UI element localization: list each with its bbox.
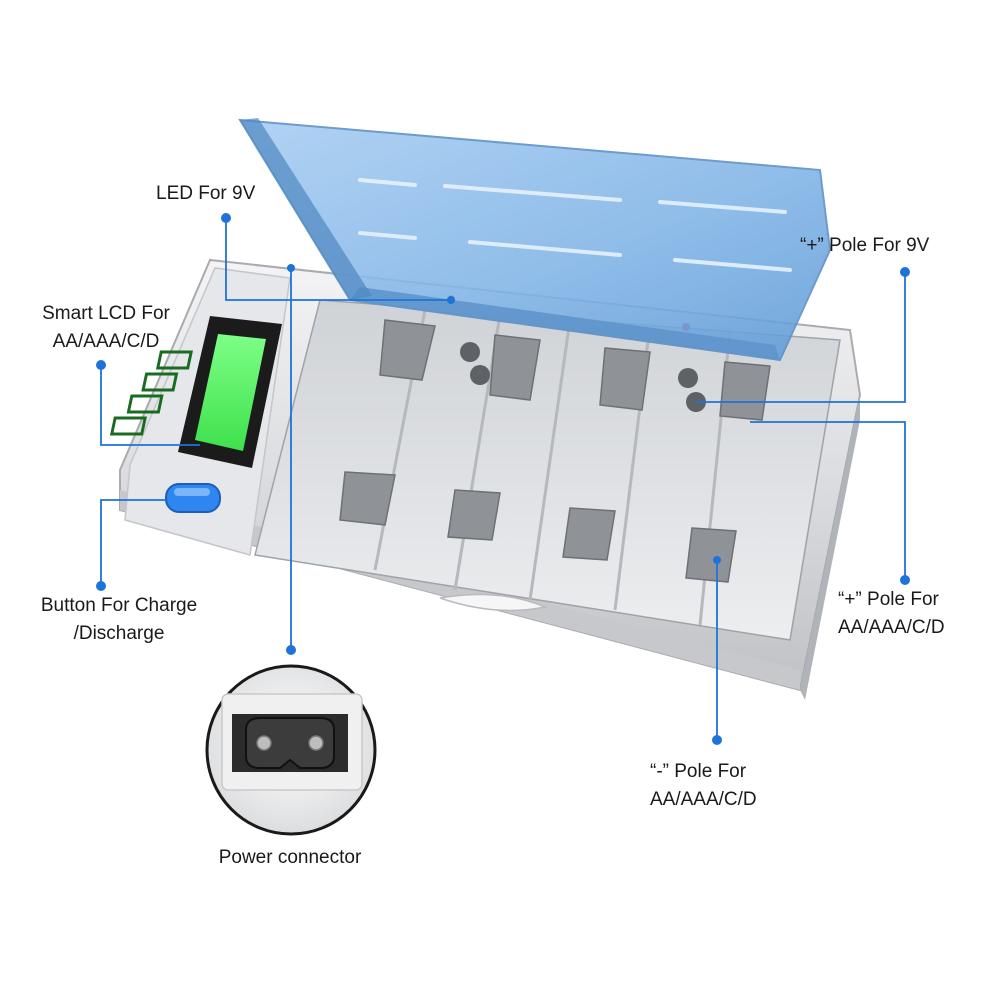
callout-line-plus-9v — [696, 272, 906, 403]
callout-line-button — [100, 499, 168, 586]
lcd-display — [109, 316, 282, 468]
label-smart-lcd: Smart LCD For AA/AAA/C/D — [42, 303, 170, 352]
slot-contacts — [339, 319, 771, 583]
label-plus-pole-9v: “+” Pole For 9V — [800, 235, 930, 256]
charge-discharge-button[interactable] — [165, 483, 221, 513]
nine-volt-terminals — [460, 342, 706, 412]
label-minus-pole-aa: “-” Pole For AA/AAA/C/D — [650, 761, 757, 810]
label-charge-discharge-button: Button For Charge /Discharge — [40, 595, 198, 644]
label-plus-pole-aa: “+” Pole For AA/AAA/C/D — [838, 589, 945, 638]
callout-lines — [100, 218, 906, 740]
callout-line-plus-aa — [750, 421, 906, 580]
label-led-9v: LED For 9V — [156, 183, 256, 204]
power-socket-icon — [245, 717, 335, 769]
label-power-connector: Power connector — [218, 847, 362, 868]
callout-line-lcd — [100, 365, 200, 446]
callout-dots — [96, 213, 910, 745]
callout-line-led-9v — [225, 218, 451, 301]
front-finger-slot — [439, 593, 548, 612]
power-connector-inset — [205, 664, 377, 836]
